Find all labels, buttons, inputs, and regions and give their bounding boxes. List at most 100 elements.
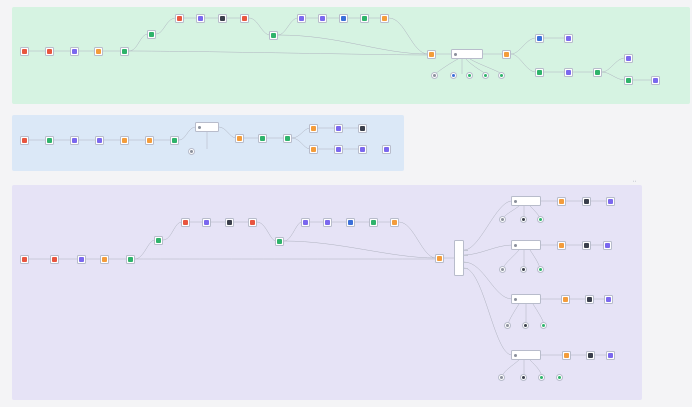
sub-node[interactable] [482, 72, 489, 79]
workflow-node[interactable] [339, 14, 348, 23]
workflow-node[interactable] [181, 218, 190, 227]
workflow-node[interactable] [585, 295, 594, 304]
workflow-node[interactable] [360, 14, 369, 23]
workflow-node[interactable] [94, 47, 103, 56]
sub-node[interactable] [520, 266, 527, 273]
workflow-node[interactable] [297, 14, 306, 23]
ai-agent-node[interactable] [511, 196, 541, 206]
sub-node[interactable] [556, 374, 563, 381]
workflow-node[interactable] [45, 47, 54, 56]
sub-node[interactable] [450, 72, 457, 79]
workflow-node[interactable] [369, 218, 378, 227]
canvas-toolbar[interactable]: • • [633, 179, 636, 183]
workflow-node[interactable] [557, 241, 566, 250]
workflow-node[interactable] [309, 124, 318, 133]
sub-node[interactable] [188, 148, 195, 155]
workflow-node[interactable] [535, 34, 544, 43]
sub-node[interactable] [538, 374, 545, 381]
workflow-node[interactable] [582, 241, 591, 250]
workflow-node[interactable] [390, 218, 399, 227]
workflow-node[interactable] [20, 47, 29, 56]
output-handle[interactable] [464, 268, 468, 269]
workflow-node[interactable] [606, 351, 615, 360]
workflow-node[interactable] [240, 14, 249, 23]
workflow-node[interactable] [120, 47, 129, 56]
ai-agent-node[interactable] [511, 294, 541, 304]
workflow-node[interactable] [20, 255, 29, 264]
workflow-node[interactable] [269, 31, 278, 40]
workflow-node[interactable] [50, 255, 59, 264]
workflow-node[interactable] [562, 351, 571, 360]
workflow-node[interactable] [334, 124, 343, 133]
workflow-node[interactable] [120, 136, 129, 145]
workflow-node[interactable] [170, 136, 179, 145]
output-handle[interactable] [464, 250, 468, 251]
workflow-node[interactable] [582, 197, 591, 206]
workflow-node[interactable] [535, 68, 544, 77]
workflow-node[interactable] [346, 218, 355, 227]
workflow-node[interactable] [235, 134, 244, 143]
workflow-node[interactable] [358, 145, 367, 154]
workflow-node[interactable] [147, 30, 156, 39]
workflow-node[interactable] [586, 351, 595, 360]
sub-node[interactable] [540, 322, 547, 329]
sub-node[interactable] [504, 322, 511, 329]
ai-agent-node[interactable] [195, 122, 219, 132]
workflow-node[interactable] [606, 197, 615, 206]
workflow-node[interactable] [95, 136, 104, 145]
workflow-node[interactable] [624, 54, 633, 63]
workflow-node[interactable] [380, 14, 389, 23]
workflow-node[interactable] [557, 197, 566, 206]
workflow-node[interactable] [126, 255, 135, 264]
workflow-node[interactable] [100, 255, 109, 264]
workflow-node[interactable] [248, 218, 257, 227]
workflow-node[interactable] [427, 50, 436, 59]
workflow-node[interactable] [624, 76, 633, 85]
workflow-node[interactable] [561, 295, 570, 304]
workflow-node[interactable] [283, 134, 292, 143]
ai-agent-node[interactable] [511, 350, 541, 360]
workflow-node[interactable] [225, 218, 234, 227]
sub-node[interactable] [520, 374, 527, 381]
workflow-node[interactable] [70, 136, 79, 145]
workflow-node[interactable] [258, 134, 267, 143]
workflow-node[interactable] [45, 136, 54, 145]
workflow-node[interactable] [502, 50, 511, 59]
workflow-node[interactable] [218, 14, 227, 23]
sub-node[interactable] [522, 322, 529, 329]
workflow-node[interactable] [318, 14, 327, 23]
workflow-node[interactable] [651, 76, 660, 85]
ai-agent-node[interactable] [451, 49, 483, 59]
workflow-node[interactable] [358, 124, 367, 133]
workflow-node[interactable] [154, 236, 163, 245]
workflow-node[interactable] [382, 145, 391, 154]
workflow-node[interactable] [275, 237, 284, 246]
sub-node[interactable] [498, 72, 505, 79]
output-handle[interactable] [464, 255, 468, 256]
sub-node[interactable] [431, 72, 438, 79]
workflow-node[interactable] [323, 218, 332, 227]
ai-agent-node[interactable] [511, 240, 541, 250]
sub-node[interactable] [520, 216, 527, 223]
sub-node[interactable] [537, 266, 544, 273]
workflow-node[interactable] [202, 218, 211, 227]
sub-node[interactable] [466, 72, 473, 79]
workflow-node[interactable] [309, 145, 318, 154]
workflow-node[interactable] [301, 218, 310, 227]
output-handle[interactable] [464, 262, 468, 263]
workflow-node[interactable] [604, 295, 613, 304]
sub-node[interactable] [498, 374, 505, 381]
workflow-node[interactable] [70, 47, 79, 56]
workflow-node[interactable] [77, 255, 86, 264]
switch-router-node[interactable] [454, 240, 464, 276]
workflow-node[interactable] [20, 136, 29, 145]
workflow-node[interactable] [175, 14, 184, 23]
sub-node[interactable] [499, 216, 506, 223]
sub-node[interactable] [537, 216, 544, 223]
workflow-node[interactable] [435, 254, 444, 263]
workflow-node[interactable] [334, 145, 343, 154]
workflow-node[interactable] [593, 68, 602, 77]
workflow-node[interactable] [145, 136, 154, 145]
workflow-node[interactable] [196, 14, 205, 23]
